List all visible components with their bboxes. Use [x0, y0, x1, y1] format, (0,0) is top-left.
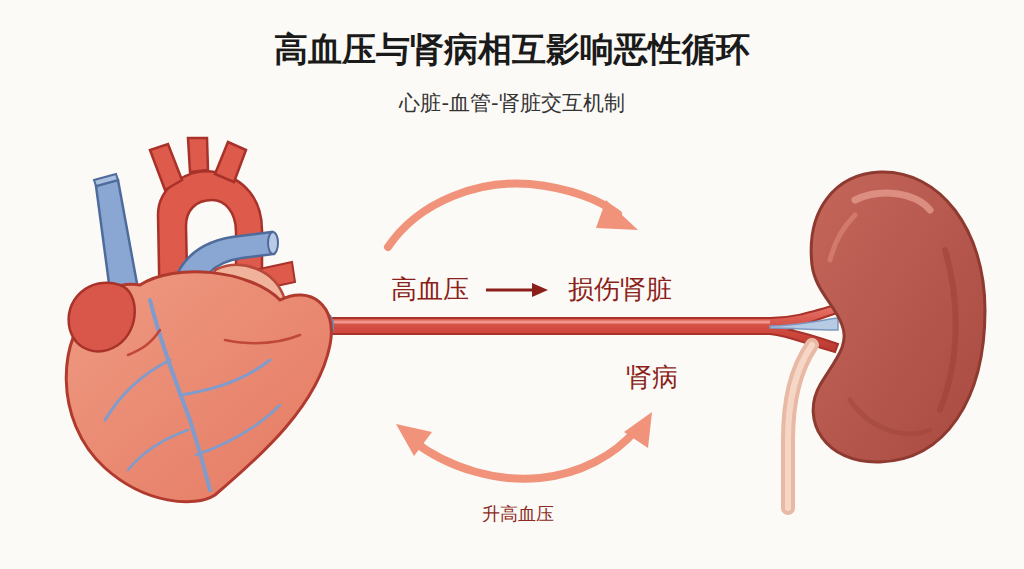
cycle-label: 高血压 [391, 275, 469, 305]
kidney [811, 172, 985, 462]
cycle-arrow [396, 412, 652, 479]
cycle-label: 肾病 [626, 363, 678, 393]
title: 高血压与肾病相互影响恶性循环 [274, 30, 750, 69]
cycle-label: 损伤肾脏 [568, 275, 672, 305]
cycle-arrow [388, 184, 638, 247]
cycle-label: 升高血压 [482, 504, 554, 525]
ureter [788, 345, 812, 508]
ureter-highlight [788, 345, 812, 508]
heart [66, 138, 331, 502]
cause-arrow [486, 283, 548, 297]
subtitle: 心脏-血管-肾脏交互机制 [399, 91, 624, 115]
